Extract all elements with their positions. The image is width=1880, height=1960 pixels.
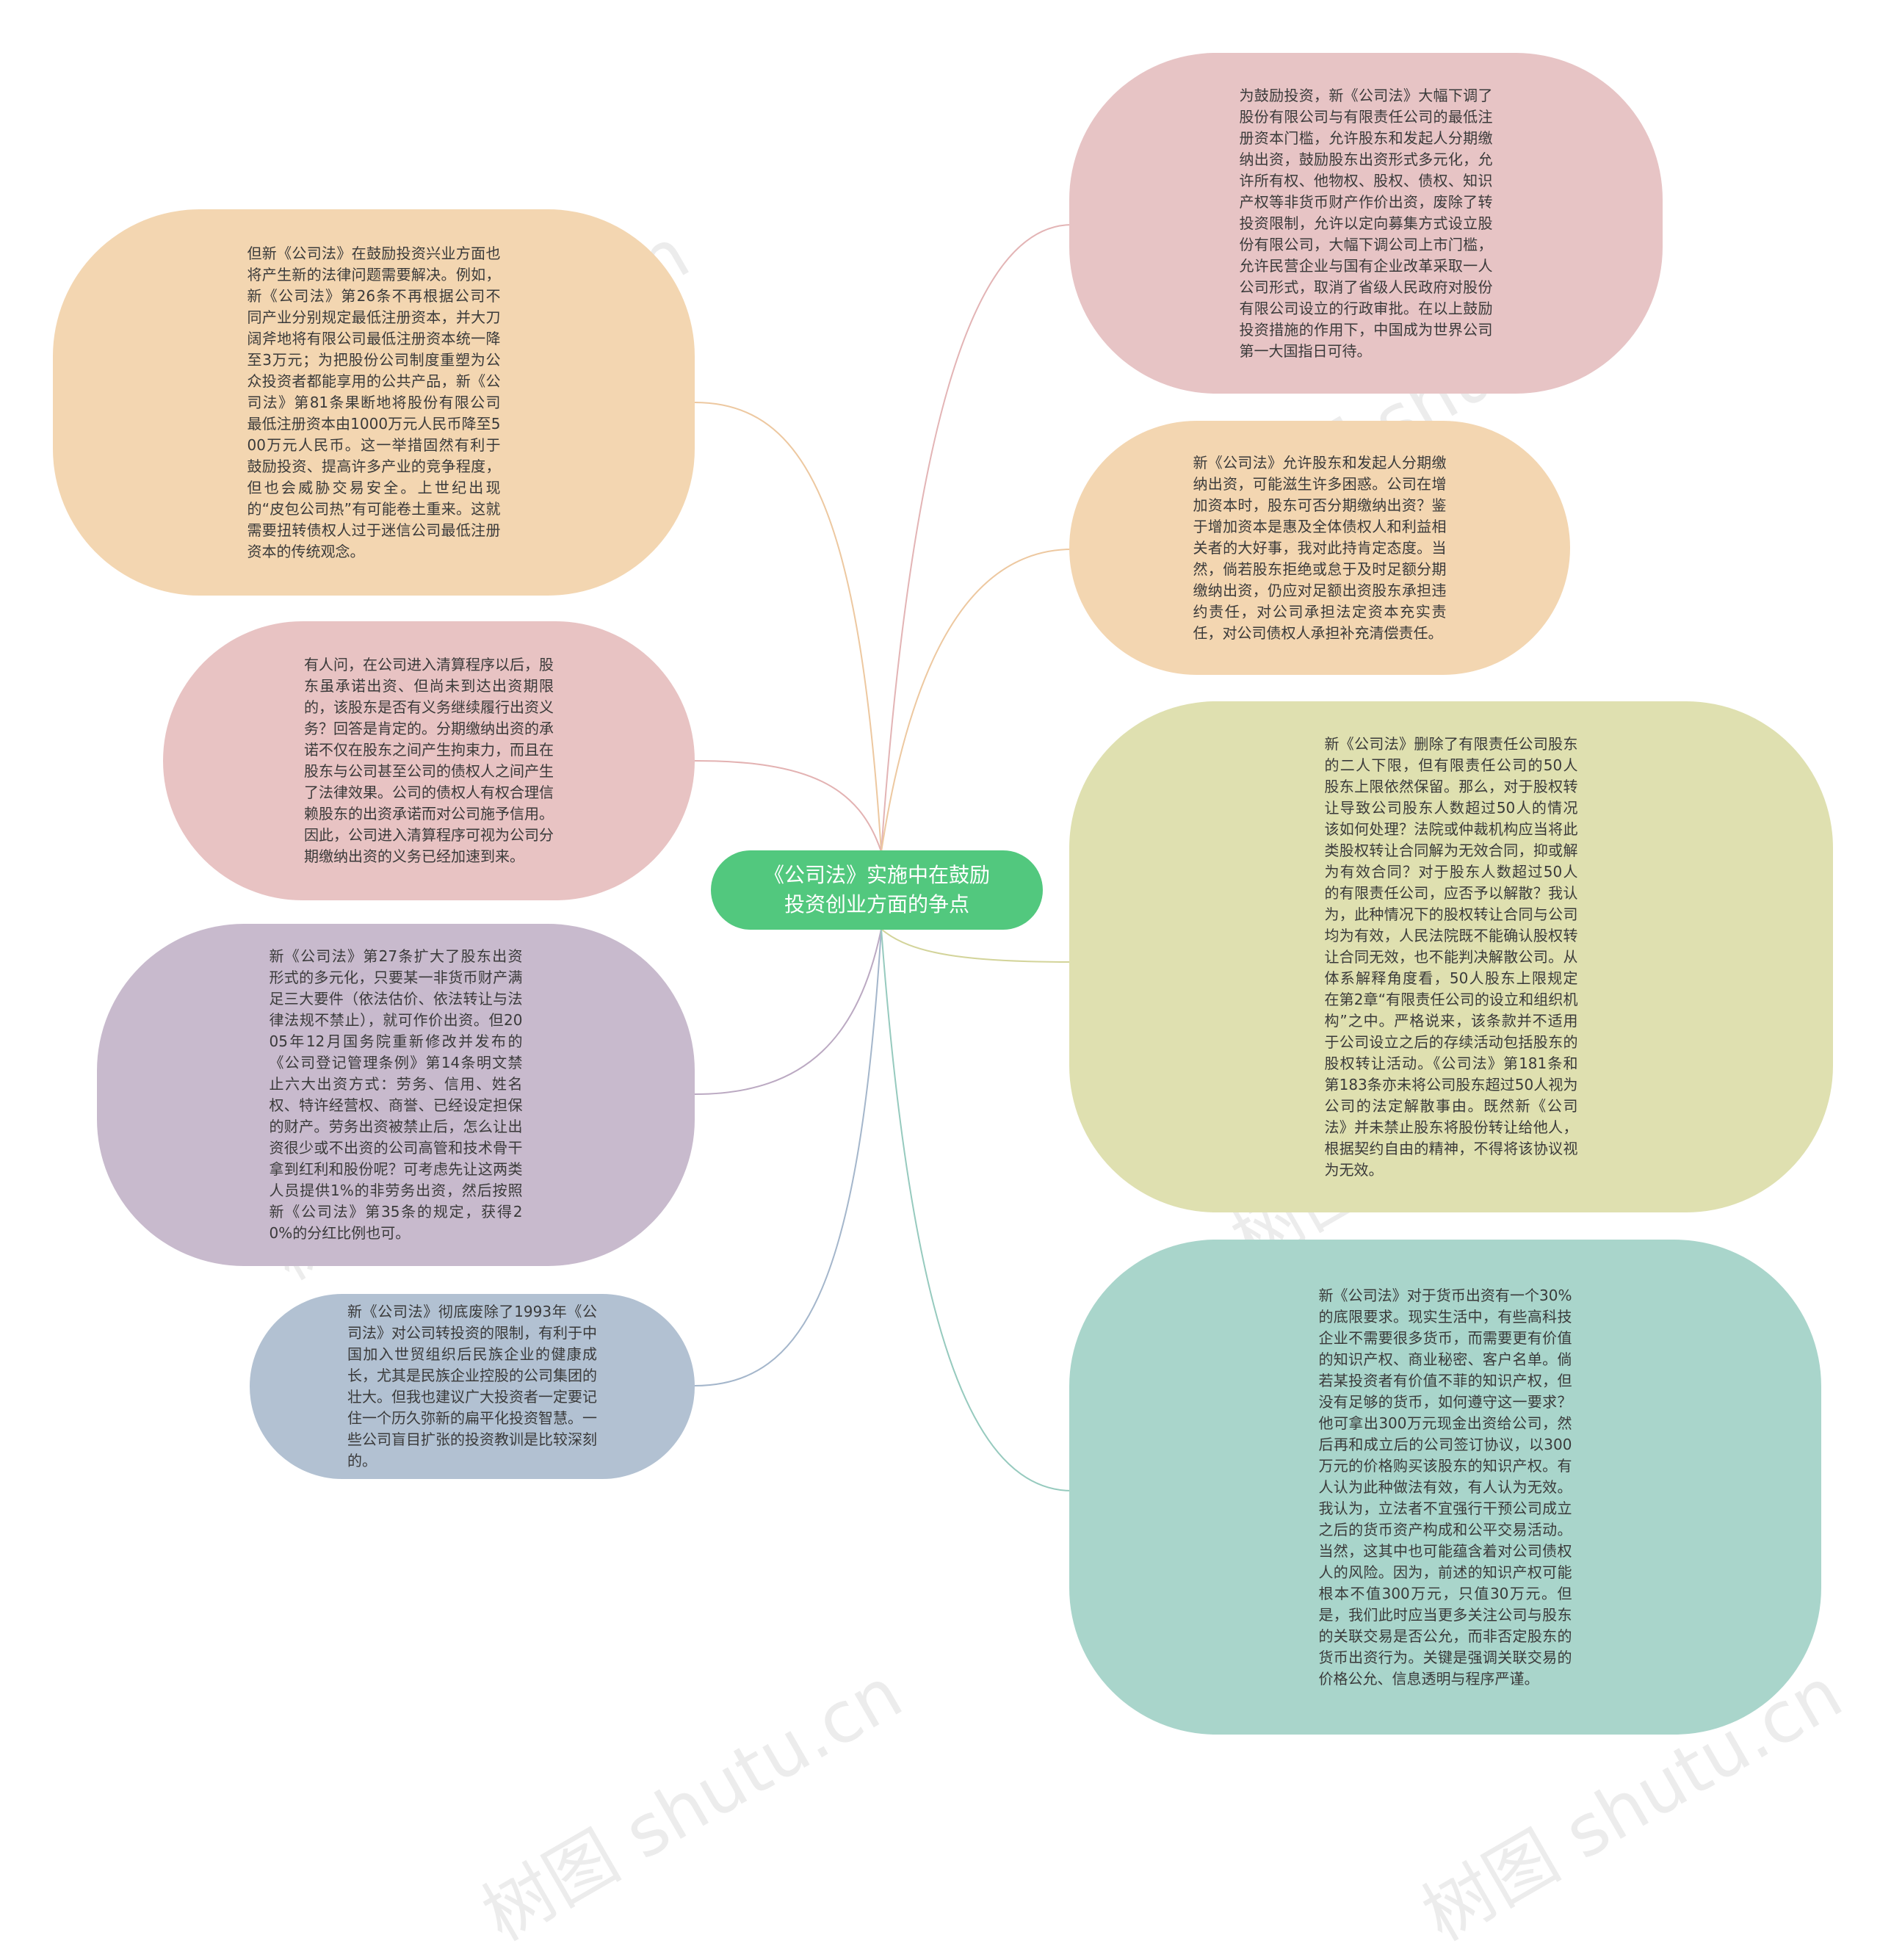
topic-node-right4[interactable]: 新《公司法》对于货币出资有一个30%的底限要求。现实生活中，有些高科技企业不需要…	[1069, 1240, 1821, 1735]
topic-node-left4[interactable]: 新《公司法》彻底废除了1993年《公司法》对公司转投资的限制，有利于中国加入世贸…	[250, 1294, 695, 1479]
topic-node-text: 新《公司法》允许股东和发起人分期缴纳出资，可能滋生许多困惑。公司在增加资本时，股…	[1193, 453, 1447, 642]
central-topic-label: 《公司法》实施中在鼓励投资创业方面的争点	[763, 863, 990, 916]
topic-node-text: 有人问，在公司进入清算程序以后，股东虽承诺出资、但尚未到达出资期限的，该股东是否…	[304, 656, 554, 865]
topic-node-right3[interactable]: 新《公司法》删除了有限责任公司股东的二人下限，但有限责任公司的50人股东上限依然…	[1069, 701, 1833, 1212]
link-left2	[694, 760, 882, 853]
topic-node-text: 新《公司法》对于货币出资有一个30%的底限要求。现实生活中，有些高科技企业不需要…	[1318, 1286, 1572, 1688]
link-left3	[694, 928, 882, 1095]
topic-node-right2[interactable]: 新《公司法》允许股东和发起人分期缴纳出资，可能滋生许多困惑。公司在增加资本时，股…	[1069, 421, 1570, 675]
topic-node-text: 为鼓励投资，新《公司法》大幅下调了股份有限公司与有限责任公司的最低注册资本门槛，…	[1239, 86, 1493, 360]
topic-node-text: 新《公司法》第27条扩大了股东出资形式的多元化，只要某一非货币财产满足三大要件（…	[269, 947, 523, 1242]
topic-node-left1[interactable]: 但新《公司法》在鼓励投资兴业方面也将产生新的法律问题需要解决。例如，新《公司法》…	[53, 209, 695, 596]
central-topic[interactable]: 《公司法》实施中在鼓励投资创业方面的争点	[711, 850, 1043, 930]
topic-node-text: 新《公司法》删除了有限责任公司股东的二人下限，但有限责任公司的50人股东上限依然…	[1324, 734, 1578, 1179]
topic-node-left2[interactable]: 有人问，在公司进入清算程序以后，股东虽承诺出资、但尚未到达出资期限的，该股东是否…	[163, 621, 695, 900]
connector-lines	[694, 224, 1073, 1491]
link-right2	[881, 549, 1073, 853]
topic-node-right1[interactable]: 为鼓励投资，新《公司法》大幅下调了股份有限公司与有限责任公司的最低注册资本门槛，…	[1069, 53, 1663, 394]
link-left1	[694, 402, 882, 853]
link-right1	[881, 224, 1073, 853]
topic-node-text: 新《公司法》彻底废除了1993年《公司法》对公司转投资的限制，有利于中国加入世贸…	[347, 1303, 597, 1469]
topic-node-text: 但新《公司法》在鼓励投资兴业方面也将产生新的法律问题需要解决。例如，新《公司法》…	[247, 244, 501, 560]
topic-node-left3[interactable]: 新《公司法》第27条扩大了股东出资形式的多元化，只要某一非货币财产满足三大要件（…	[97, 924, 695, 1266]
link-left4	[694, 928, 882, 1386]
link-right4	[881, 928, 1073, 1491]
link-right3	[881, 928, 1073, 963]
